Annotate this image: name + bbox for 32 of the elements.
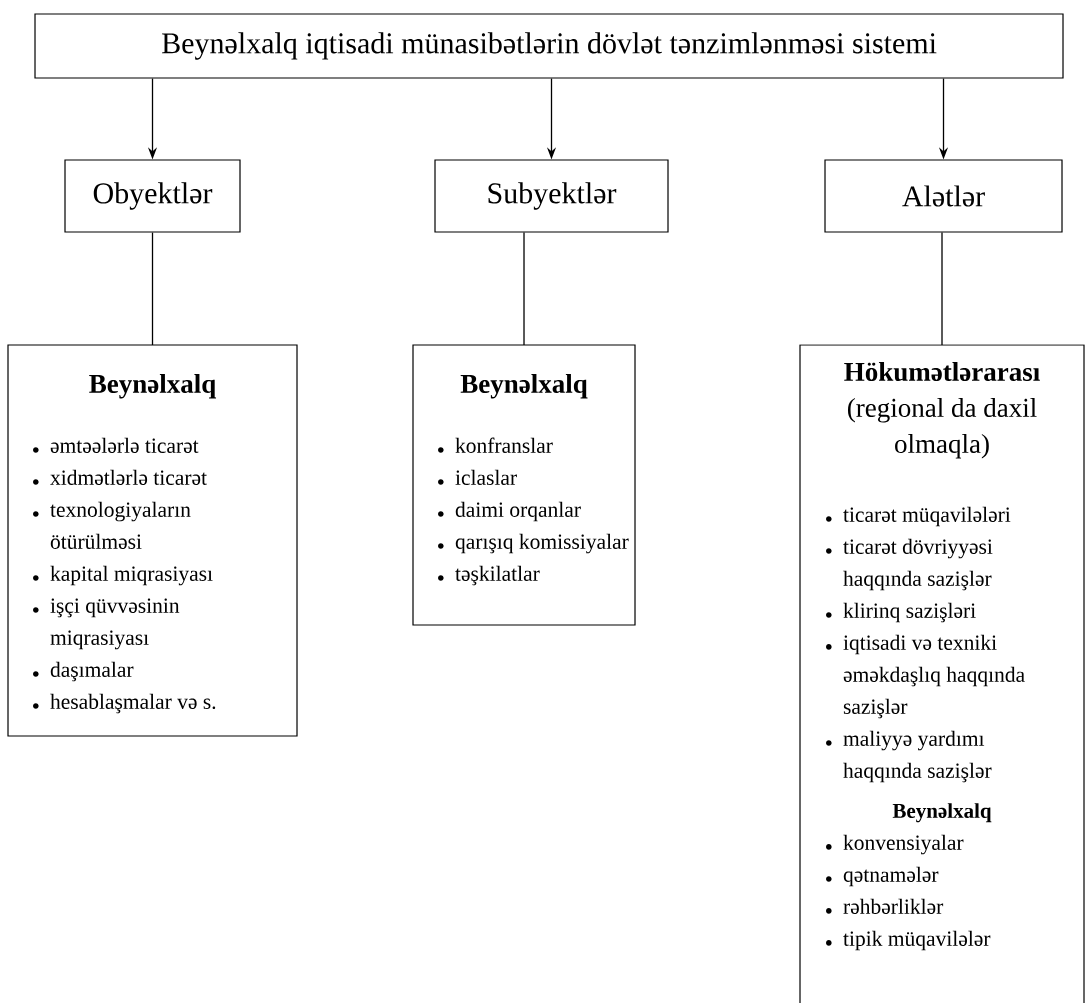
title-box: Beynəlxalq iqtisadi münasibətlərin dövlət tənzimlənməsi sistemi	[34, 13, 1064, 79]
list-heading: Beynəlxalq	[460, 374, 588, 399]
list-item: iclaslar	[455, 469, 517, 485]
list-subheading: (regional da daxil olmaqla)	[848, 398, 1037, 459]
category-box: Subyektlər	[434, 159, 669, 233]
connector-line	[523, 231, 525, 346]
list-item: qarışıq komissiyalar	[455, 533, 629, 554]
connector-line	[941, 231, 943, 346]
list-item: əmtəələrlə ticarət	[50, 437, 199, 453]
list-item: qətnamələr	[843, 866, 939, 887]
list-item: daimi orqanlar	[455, 501, 581, 522]
list-item: konfranslar	[455, 437, 553, 453]
list-box	[7, 344, 298, 737]
list-item: xidmətlərlə ticarət	[50, 469, 207, 485]
list-item: tipik müqavilələr	[843, 930, 991, 951]
list-item: kapital miqrasiyası	[50, 565, 213, 586]
category-box: Obyektlər	[64, 159, 241, 233]
list-item: maliyyə yardımı haqqında sazişlər	[843, 730, 992, 783]
connector-line	[151, 231, 154, 346]
list-heading: Beynəlxalq	[892, 803, 992, 823]
list-item: daşımalar	[50, 661, 134, 682]
list-item: ticarət müqavilələri	[843, 506, 1011, 527]
list-item: hesablaşmalar və s.	[50, 693, 216, 714]
list-item: klirinq sazişləri	[843, 602, 976, 623]
list-box	[799, 344, 1085, 1003]
list-heading: Beynəlxalq	[89, 374, 217, 399]
list-item: təşkilatlar	[455, 565, 540, 586]
category-box: Alətlər	[824, 159, 1063, 233]
list-heading: Hökumətlərarası	[844, 362, 1040, 382]
list-box	[412, 344, 636, 626]
list-item: rəhbərliklər	[843, 898, 944, 914]
list-item: konvensiyalar	[843, 834, 964, 855]
